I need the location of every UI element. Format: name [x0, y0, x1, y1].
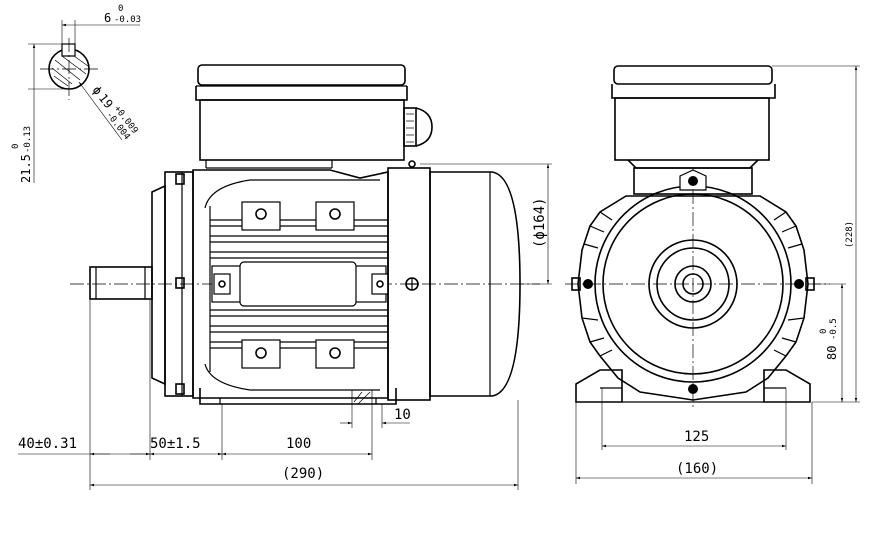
svg-text:0: 0	[11, 144, 21, 149]
shaft	[89, 266, 153, 300]
end-shield-inner	[602, 193, 784, 375]
boss-top-left	[241, 201, 281, 231]
bolt-right	[794, 279, 804, 289]
front-fin-ticks	[581, 211, 805, 357]
svg-text:(ϕ164): (ϕ164)	[532, 197, 548, 248]
motor-side-view	[70, 64, 540, 405]
svg-text:-0.13: -0.13	[23, 126, 33, 153]
svg-text:80: 80	[825, 346, 839, 360]
boss-top-right	[315, 201, 355, 231]
bolt-bottom	[688, 384, 698, 394]
total-height-dimension: (228)	[845, 221, 855, 248]
front-terminal-box-lid	[613, 65, 773, 85]
svg-text:(290): (290)	[282, 466, 324, 482]
svg-text:125: 125	[684, 429, 709, 445]
front-horizontal-dimensions: 125 (160)	[575, 388, 813, 484]
front-terminal-box	[614, 97, 770, 161]
svg-text:21.5: 21.5	[19, 154, 33, 183]
shaft-section-view	[28, 20, 140, 183]
cooling-fins	[210, 219, 388, 349]
motor-front-view	[565, 65, 830, 410]
terminal-box	[199, 99, 405, 161]
svg-text:100: 100	[286, 436, 311, 452]
cable-gland	[403, 107, 417, 147]
svg-text:0: 0	[118, 4, 123, 14]
bolt-left	[583, 279, 593, 289]
svg-text:-0.5: -0.5	[829, 318, 839, 340]
front-foot-right	[763, 369, 811, 403]
svg-text:6: 6	[104, 11, 111, 25]
boss-bottom-right	[315, 339, 355, 369]
boss-bottom-left	[241, 339, 281, 369]
mounting-foot	[199, 388, 397, 405]
key-width-dimension: 6 0 -0.03	[104, 4, 141, 25]
bolt-top	[688, 176, 698, 186]
front-vertical-dimensions	[772, 65, 860, 403]
svg-text:50±1.5: 50±1.5	[150, 436, 201, 452]
horizontal-dimensions: 10 40±0.31 50±1.5 100 (290)	[18, 300, 519, 490]
shaft-height-dimension: 80 0 -0.5	[819, 318, 839, 360]
svg-text:10: 10	[394, 407, 411, 423]
key-height-dimension: 21.5 0 -0.13	[11, 126, 33, 183]
shaft-diameter-dimension: ϕ 19 +0.009 -0.004	[90, 83, 140, 142]
svg-text:0: 0	[819, 329, 829, 334]
front-end-shield	[151, 184, 166, 386]
front-foot-left	[575, 369, 623, 403]
front-fins-outline	[577, 195, 809, 401]
shaft-key	[61, 43, 76, 57]
svg-text:40±0.31: 40±0.31	[18, 436, 77, 452]
flange-diameter-dimension: (ϕ164)	[420, 163, 552, 285]
terminal-box-lid	[197, 64, 406, 86]
svg-text:(160): (160)	[676, 461, 718, 477]
svg-text:-0.03: -0.03	[114, 15, 141, 25]
